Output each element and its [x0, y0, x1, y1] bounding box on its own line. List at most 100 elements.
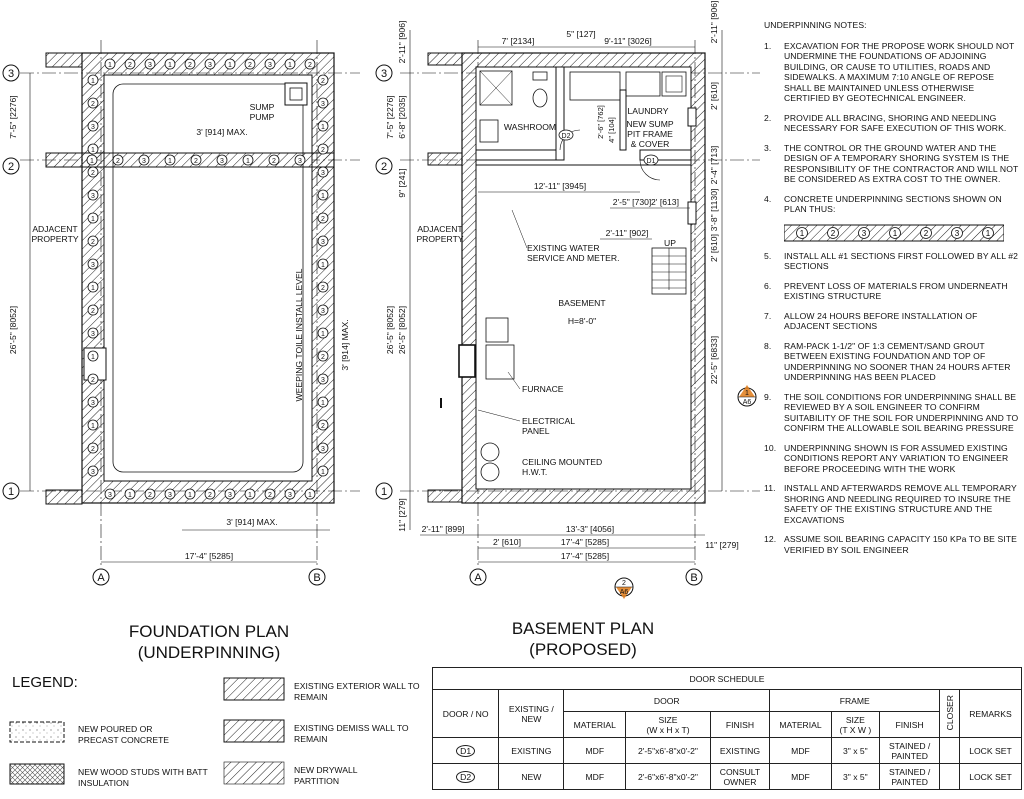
basement-subtitle: (PROPOSED)	[529, 640, 637, 659]
adjacent-property-label: ADJACENT	[32, 224, 78, 234]
dim-right-22-5: 22'-5" [6833]	[709, 336, 719, 384]
cell-frame-finish-line: STAINED /	[888, 740, 931, 751]
section-marker	[164, 154, 176, 166]
section-marker-number: 3	[321, 101, 325, 108]
section-marker-2[interactable]: 2 A6	[614, 577, 634, 599]
section-marker-number: 2	[248, 62, 252, 69]
section-marker	[87, 189, 99, 201]
section-marker	[87, 442, 99, 454]
dim-left-9: 9" [241]	[397, 168, 407, 197]
legend-drywall-line-1: NEW DRYWALL	[294, 765, 358, 775]
cell-material: MDF	[563, 737, 627, 764]
toilet-fixture	[532, 88, 548, 108]
dim-left-7-5: 7'-5" [2276]	[385, 95, 395, 138]
note-number: 1.	[764, 40, 772, 51]
washroom-partition	[555, 66, 565, 161]
section-strip-marker	[889, 226, 901, 239]
col-frame-finish: FINISH	[878, 711, 941, 738]
section-marker	[317, 304, 329, 316]
section-marker-number: 2	[116, 158, 120, 165]
note-item: 10.UNDERPINNING SHOWN IS FOR ASSUMED EXI…	[764, 443, 1020, 475]
sump-pit	[661, 71, 687, 97]
section-strip-marker	[858, 226, 870, 239]
section-marker	[164, 488, 176, 500]
section-marker	[317, 442, 329, 454]
cell-frame-finish: STAINED /PAINTED	[878, 737, 941, 764]
section-marker-number: 2	[91, 101, 95, 108]
note-item: 7.ALLOW 24 HOURS BEFORE INSTALLATION OF …	[764, 311, 1020, 332]
section-marker-1[interactable]: 1 A6	[737, 385, 757, 407]
section-marker	[87, 350, 99, 362]
cell-frame-finish-line: PAINTED	[891, 750, 928, 761]
note-item: 11.INSTALL AND AFTERWARDS REMOVE ALL TEM…	[764, 483, 1020, 525]
section-marker-number: 3	[142, 158, 146, 165]
section-marker-number: 1	[128, 492, 132, 499]
section-marker	[87, 281, 99, 293]
grid-bubble-3: 3	[8, 68, 14, 80]
col-remarks: REMARKS	[958, 689, 1023, 738]
cell-status: NEW	[498, 763, 565, 790]
section-strip-number: 2	[831, 229, 836, 238]
section-marker-number: 1	[90, 158, 94, 165]
cell-frame-size: 3" x 5"	[830, 737, 880, 764]
section-marker	[216, 154, 228, 166]
dim-right-2-4: 2'-4" [713]	[709, 146, 719, 185]
section-marker	[224, 488, 236, 500]
electrical-label-2: PANEL	[522, 426, 550, 436]
note-text: PREVENT LOSS OF MATERIALS FROM UNDERNEAT…	[784, 280, 1008, 302]
section-marker	[87, 97, 99, 109]
note-number: 12.	[764, 534, 777, 544]
section-marker-number: 3	[268, 62, 272, 69]
col-door: DOOR	[563, 689, 771, 712]
section-marker	[317, 143, 329, 155]
note-item: 4.CONCRETE UNDERPINNING SECTIONS SHOWN O…	[764, 194, 1020, 215]
section-marker-number: 1	[321, 262, 325, 269]
sump-pump-box	[284, 82, 308, 106]
section-marker-number: 1	[321, 124, 325, 131]
note-text: THE CONTROL OR THE GROUND WATER AND THE …	[784, 142, 1019, 185]
section-marker	[204, 488, 216, 500]
dim-top-left: 2'-11" [906]	[397, 21, 407, 64]
shower-fixture	[479, 70, 513, 106]
section-2-sheet: A6	[620, 589, 629, 596]
legend-demiss-line-1: EXISTING DEMISS WALL TO	[294, 723, 409, 733]
legend-exterior-line-2: REMAIN	[294, 691, 328, 702]
section-strip-number: 2	[924, 229, 929, 238]
section-marker-number: 2	[128, 62, 132, 69]
section-marker-number: 3	[168, 492, 172, 499]
section-marker-number: 1	[288, 62, 292, 69]
section-marker	[204, 58, 216, 70]
section-marker	[124, 58, 136, 70]
section-marker-number: 1	[321, 331, 325, 338]
section-marker	[184, 488, 196, 500]
cell-frame-finish-line: STAINED /	[888, 766, 931, 777]
note-item: 2.PROVIDE ALL BRACING, SHORING AND NEEDL…	[764, 113, 1020, 134]
col-door-no: DOOR / NO	[431, 689, 500, 738]
dim-bot-17-4a: 17'-4" [5285]	[561, 537, 609, 547]
cell-frame-finish: STAINED /PAINTED	[878, 763, 941, 790]
cell-frame-size: 3" x 5"	[830, 763, 880, 790]
grid-bubble-2: 2	[8, 161, 14, 173]
section-marker	[87, 327, 99, 339]
legend-wood: NEW WOOD STUDS WITH BATT INSULATION	[78, 767, 208, 788]
legend-exterior: EXISTING EXTERIOR WALL TO REMAIN	[294, 681, 420, 702]
legend-demiss: EXISTING DEMISS WALL TO REMAIN	[294, 723, 409, 744]
note-item: 9.THE SOIL CONDITIONS FOR UNDERPINNING S…	[764, 392, 1020, 434]
cell-door-no: D2	[431, 763, 500, 790]
section-marker-number: 3	[321, 308, 325, 315]
water-service-label-2: SERVICE AND METER.	[527, 253, 619, 263]
note-number: 3.	[764, 142, 772, 153]
section-marker-number: 3	[91, 262, 95, 269]
section-marker-number: 1	[168, 158, 172, 165]
section-marker-number: 1	[168, 62, 172, 69]
cell-finish-line: EXISTING	[719, 745, 761, 756]
section-marker	[104, 58, 116, 70]
room-height: H=8'-0"	[568, 316, 596, 326]
door-tag: D2	[456, 770, 476, 783]
section-marker-number: 1	[248, 492, 252, 499]
note-item: 8.RAM-PACK 1-1/2" OF 1:3 CEMENT/SAND GRO…	[764, 341, 1020, 383]
dim-7-5: 7'-5" [2276]	[8, 95, 18, 138]
section-marker	[104, 488, 116, 500]
